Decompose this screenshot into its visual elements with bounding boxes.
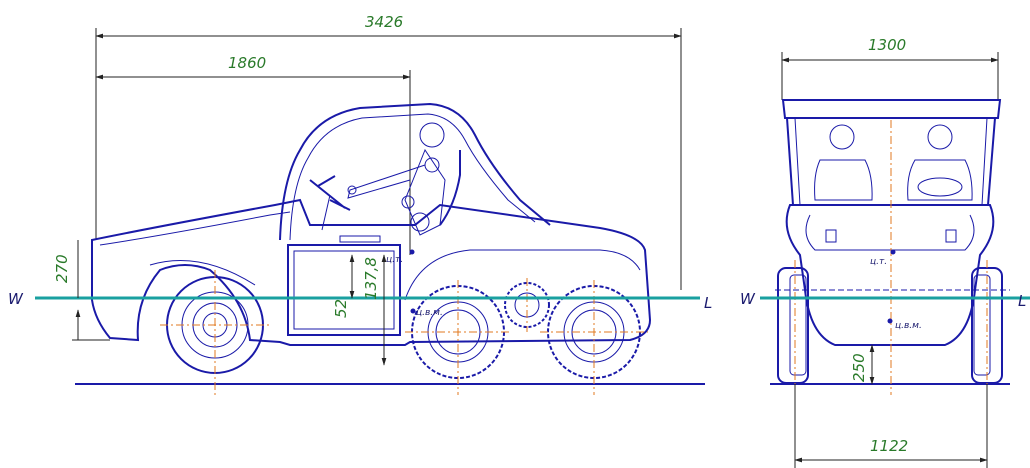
side-cg-marker-icon <box>409 249 415 255</box>
front-occupant-left-body <box>814 159 873 201</box>
front-wheel-left-icon <box>777 267 809 384</box>
cabin-frame-inner <box>289 113 536 241</box>
side-door-inner <box>293 250 395 330</box>
dim-overall-length: 3426 <box>365 13 403 31</box>
cabin-frame <box>279 102 551 241</box>
front-cabin-frame <box>786 117 996 206</box>
steering-column <box>321 194 331 231</box>
body-rear-fender <box>404 249 641 301</box>
side-cb-marker-icon <box>410 308 416 314</box>
front-wheel-left-inner <box>789 274 807 376</box>
front-cg-marker-icon <box>890 249 896 255</box>
cabin-pillar <box>439 150 461 226</box>
front-hull-inner <box>805 214 975 251</box>
body-front-fender <box>149 260 256 286</box>
driver-joint-knee <box>410 212 430 232</box>
front-cg-label: ц.т. <box>870 257 887 267</box>
side-cg-label: ц.т. <box>386 255 403 265</box>
front-roof <box>781 99 1002 119</box>
front-steering-wheel-icon <box>917 177 963 197</box>
driver-figure <box>347 122 446 236</box>
front-view: 1300 W L ц.т. ц.в.м. <box>740 36 1030 468</box>
front-headlight-left-icon <box>825 229 837 243</box>
driver-joint-shoulder <box>424 157 440 173</box>
driver-arm <box>347 164 426 199</box>
body-deck-line <box>99 211 291 246</box>
side-view: 3426 1860 <box>8 13 712 395</box>
side-door <box>287 244 401 336</box>
front-hull <box>785 204 995 346</box>
side-waterline-label-l: L <box>704 294 712 312</box>
front-waterline-label-w: W <box>740 290 756 308</box>
upper-wheel-tire-icon <box>504 282 550 328</box>
driver-joint-elbow <box>347 185 357 195</box>
front-waterline-label-l: L <box>1018 292 1026 310</box>
front-wheel-right-inner <box>973 274 991 376</box>
driver-joint-hip <box>401 195 415 209</box>
side-cb-label: ц.в.м. <box>416 308 443 318</box>
seat <box>339 235 381 243</box>
dim-height-270: 270 <box>53 254 71 283</box>
dim-height-137: 137,8 <box>362 257 380 300</box>
side-waterline-label-w: W <box>8 290 24 308</box>
driver-torso <box>404 148 446 236</box>
front-occupant-left-head-icon <box>829 124 855 150</box>
front-cb-marker-icon <box>887 318 893 324</box>
front-cb-label: ц.в.м. <box>895 321 922 331</box>
dim-width-bottom: 1122 <box>870 437 908 455</box>
dim-height-52: 52 <box>332 299 350 318</box>
dim-front-to-cg: 1860 <box>228 54 266 72</box>
dim-clearance: 250 <box>850 353 868 382</box>
dim-width-top: 1300 <box>868 36 906 54</box>
front-occupant-right-body <box>907 159 973 201</box>
steering-wheel-icon <box>309 175 351 211</box>
driver-head-icon <box>419 122 445 148</box>
front-cabin-inner <box>794 117 988 206</box>
front-headlight-right-icon <box>945 229 957 243</box>
front-occupant-right-head-icon <box>927 124 953 150</box>
body-hull <box>91 198 652 346</box>
